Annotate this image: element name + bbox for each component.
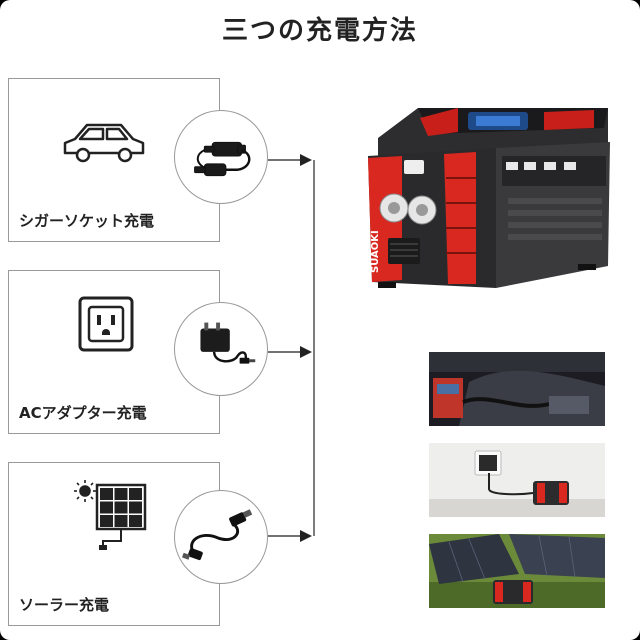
photo-car-charging: [429, 352, 605, 426]
brand-logo: SUAOKI: [370, 230, 381, 273]
method-label: シガーソケット充電: [19, 212, 155, 230]
usb-cable-icon: [174, 490, 268, 584]
solar-panel-icon: [73, 477, 157, 551]
ac-adapter-icon: [174, 302, 268, 396]
car-icon: [59, 117, 149, 167]
wall-outlet-icon: [77, 295, 135, 353]
power-station-image: SUAOKI: [358, 98, 614, 298]
method-label: ACアダプター充電: [19, 404, 147, 422]
car-charger-plug-icon: [174, 110, 268, 204]
method-car-socket: シガーソケット充電: [8, 78, 220, 242]
method-label: ソーラー充電: [19, 596, 110, 614]
page-title: 三つの充電方法: [221, 16, 418, 46]
photo-solar-charging: [429, 534, 605, 608]
photo-wall-adapter-charging: [429, 443, 605, 517]
